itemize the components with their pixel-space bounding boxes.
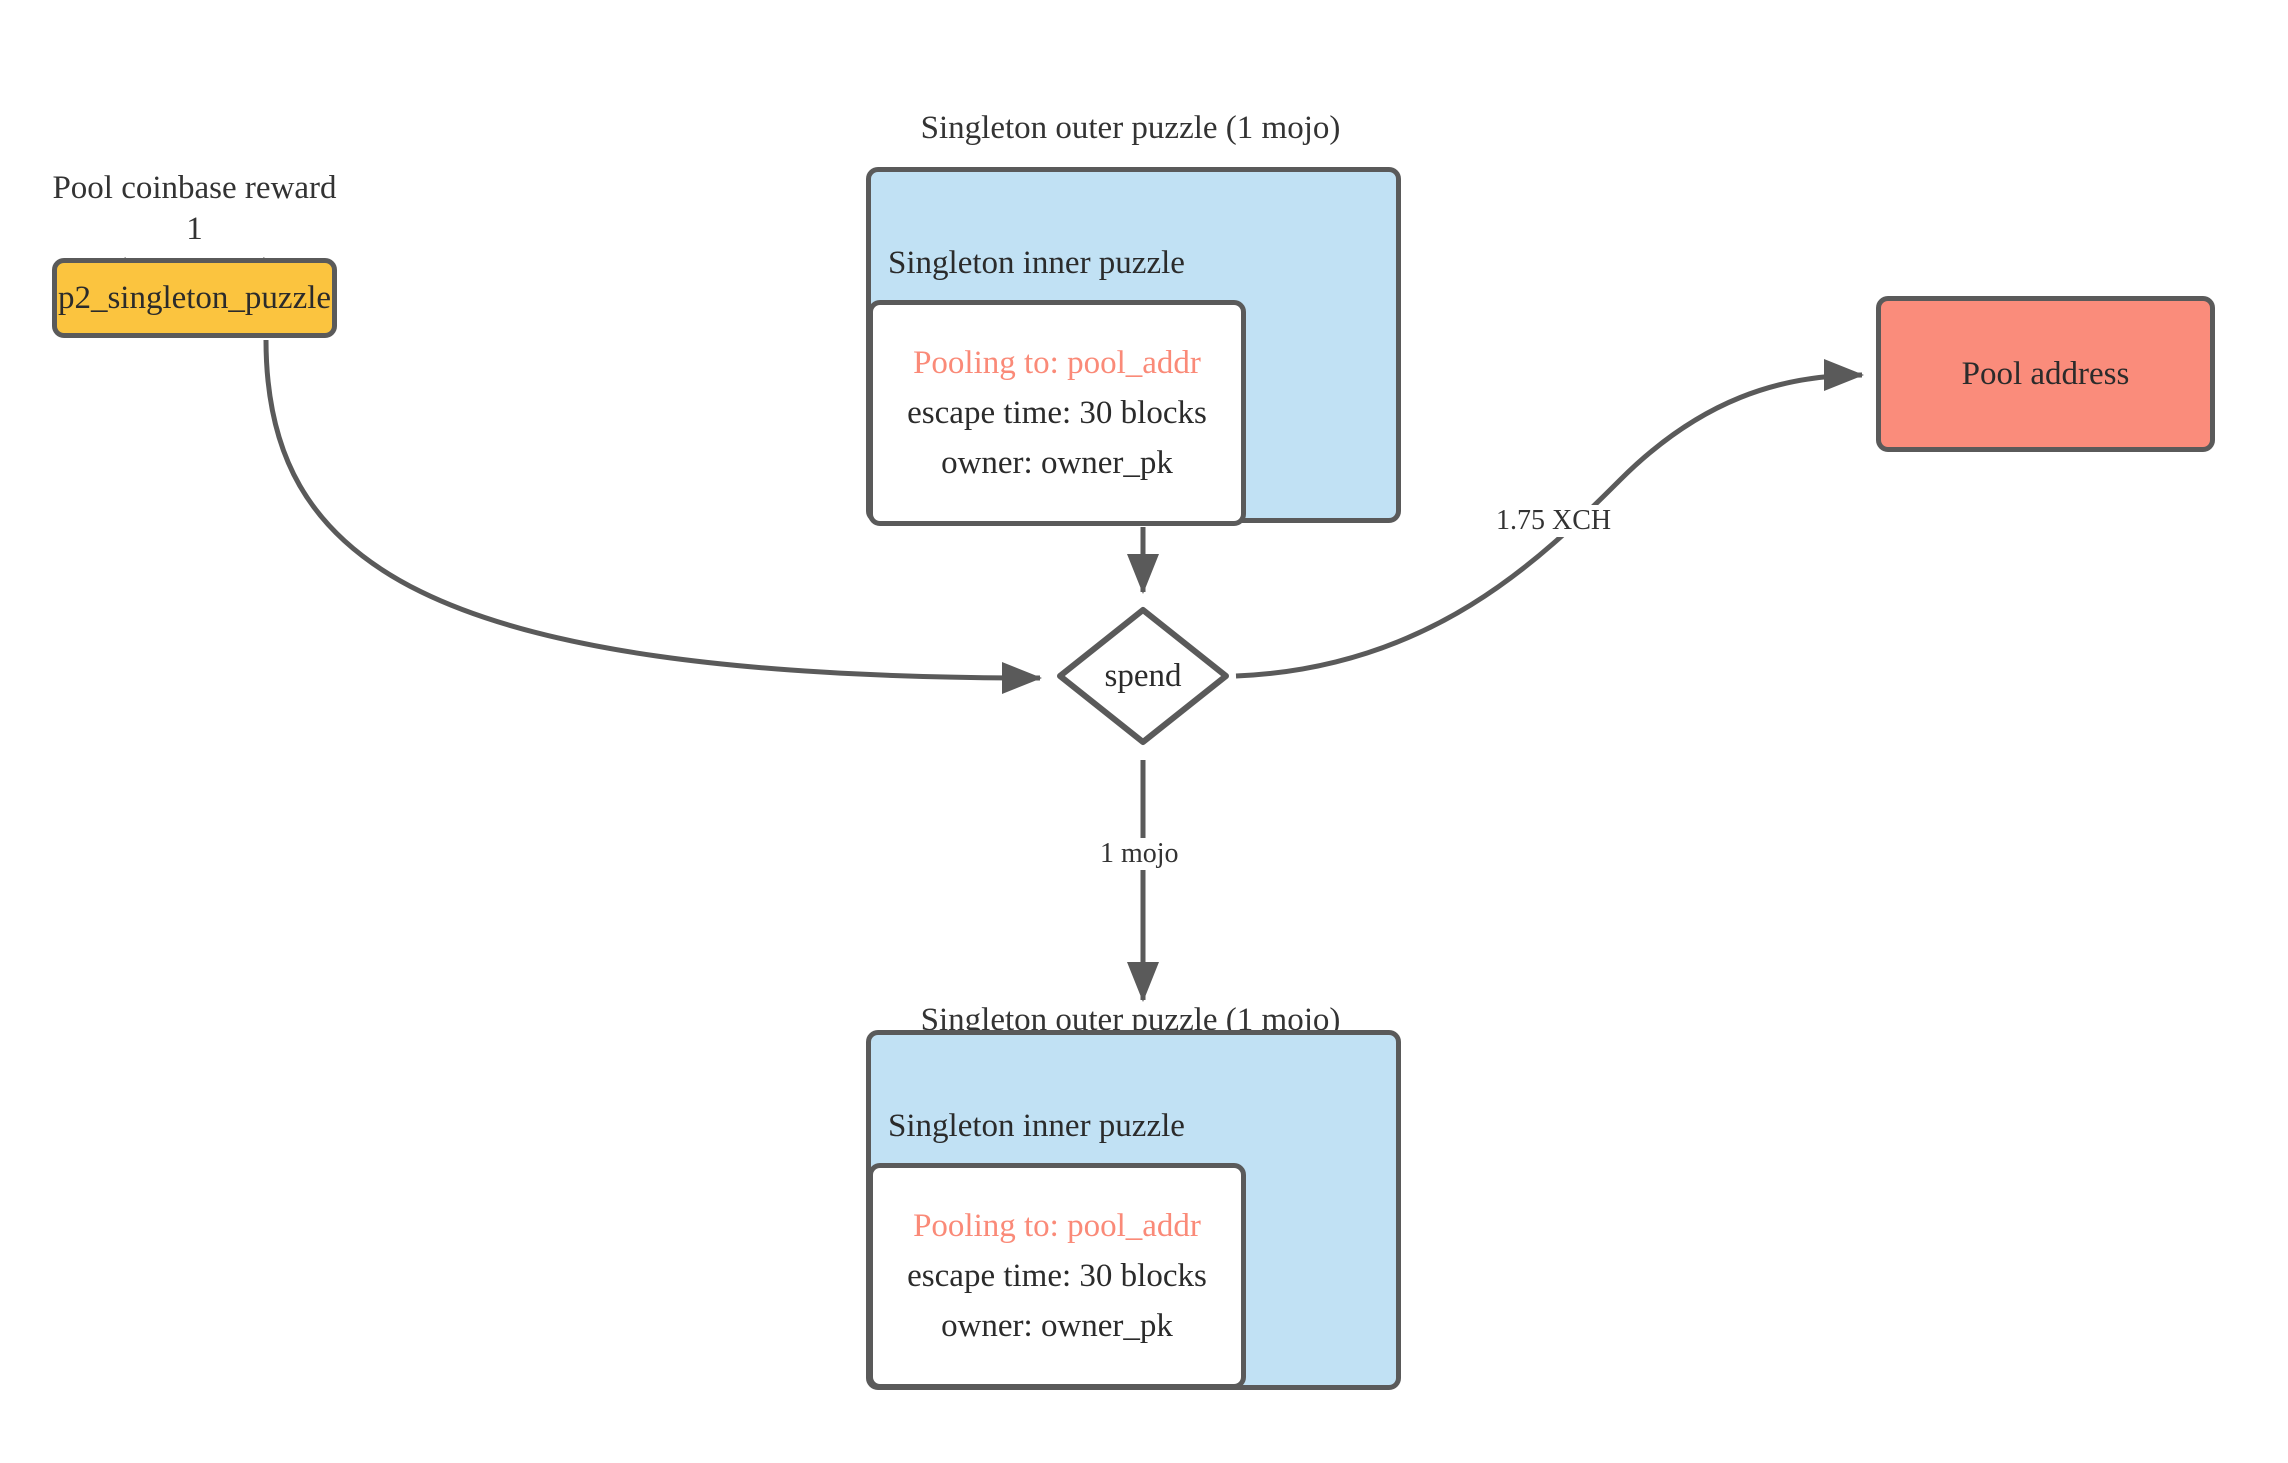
pool-address-node[interactable]: Pool address — [1876, 296, 2215, 452]
edge-label-1-75-xch: 1.75 XCH — [1492, 505, 1616, 537]
p2-singleton-puzzle-label: p2_singleton_puzzle — [57, 279, 332, 316]
owner-line-bottom: owner: owner_pk — [941, 1308, 1173, 1344]
edge-label-1-mojo: 1 mojo — [1096, 838, 1183, 870]
singleton-inner-puzzle-label-bottom: Singleton inner puzzle — [888, 1108, 1185, 1144]
singleton-inner-puzzle-box-bottom[interactable]: Pooling to: pool_addr escape time: 30 bl… — [868, 1163, 1246, 1389]
pooling-to-line-bottom: Pooling to: pool_addr — [913, 1208, 1201, 1244]
pool-address-label: Pool address — [1961, 355, 2130, 392]
singleton-inner-puzzle-box-top[interactable]: Pooling to: pool_addr escape time: 30 bl… — [868, 300, 1246, 526]
escape-time-line-top: escape time: 30 blocks — [907, 395, 1207, 431]
spend-node[interactable]: spend — [1053, 603, 1233, 749]
singleton-inner-puzzle-label-top: Singleton inner puzzle — [888, 245, 1185, 281]
p2-singleton-puzzle-node[interactable]: p2_singleton_puzzle — [52, 258, 337, 338]
owner-line-top: owner: owner_pk — [941, 445, 1173, 481]
pooling-to-line-top: Pooling to: pool_addr — [913, 345, 1201, 381]
singleton-top-caption: Singleton outer puzzle (1 mojo) — [920, 110, 1341, 146]
diamond-icon — [1057, 607, 1229, 745]
escape-time-line-bottom: escape time: 30 blocks — [907, 1258, 1207, 1294]
